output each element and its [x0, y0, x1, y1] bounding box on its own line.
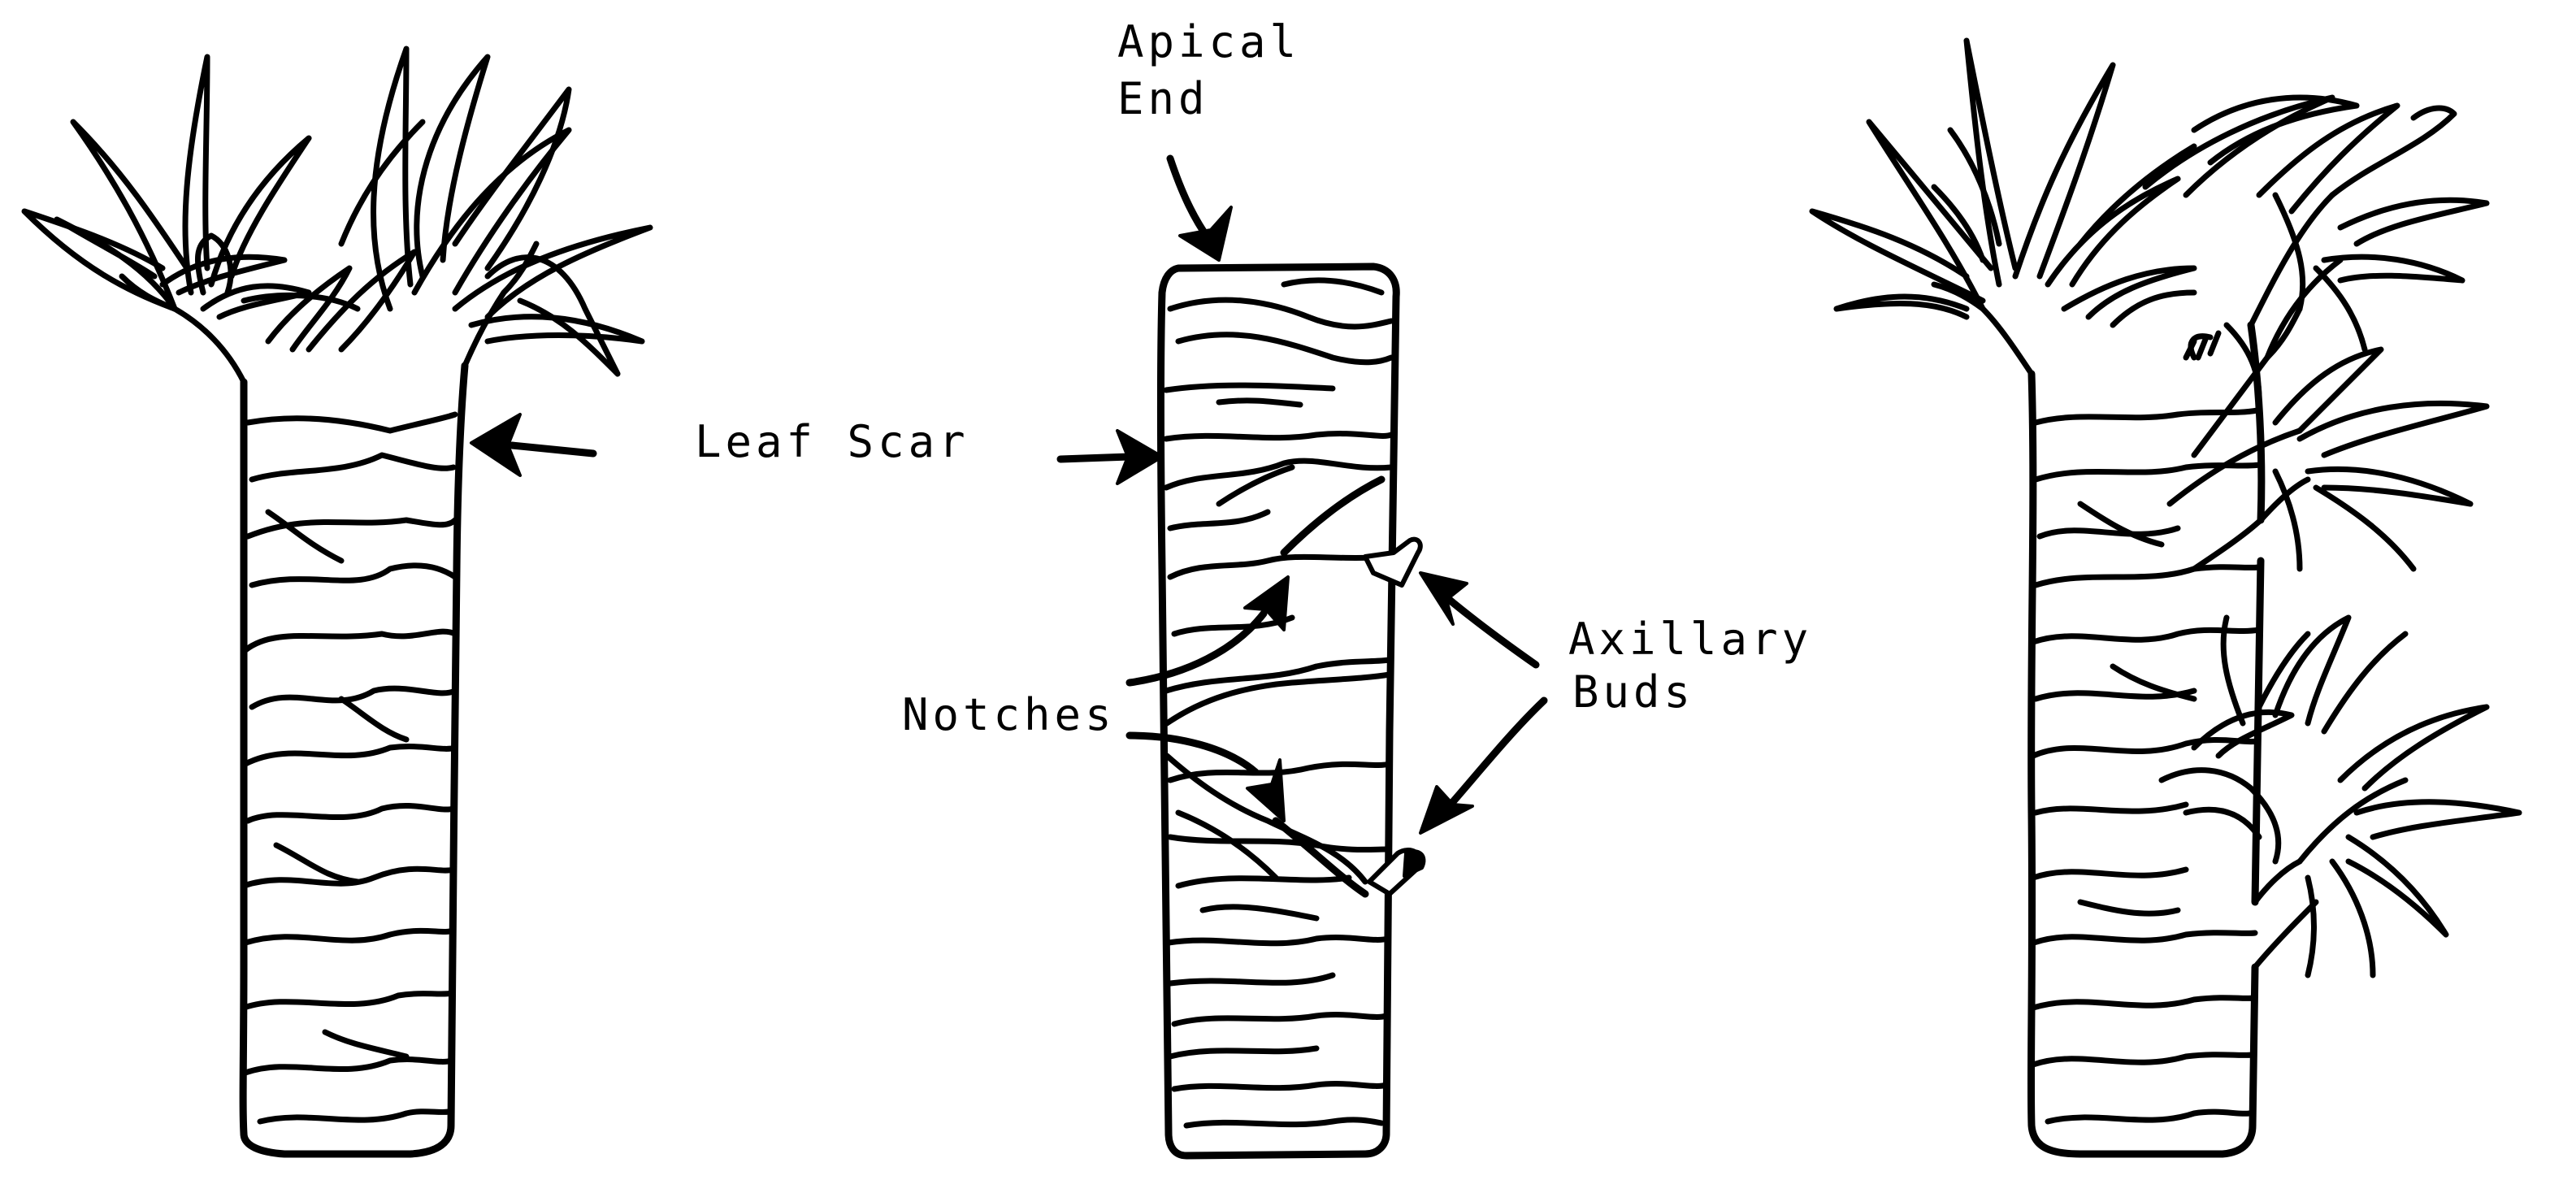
left-leaf-scar-arrow	[471, 414, 593, 475]
left-crown	[24, 49, 650, 382]
right-stem-edge-upper	[2251, 325, 2262, 520]
leaf-scar-arrow	[1060, 431, 1162, 484]
right-lower-shoot	[2162, 618, 2519, 975]
notches-label: Notches	[902, 689, 1116, 740]
left-stem-outline	[243, 366, 465, 1154]
apical-end-label-line1: Apical	[1117, 16, 1300, 67]
right-top-crown	[1812, 41, 2194, 374]
apical-end-arrow	[1170, 158, 1231, 260]
center-cutting	[1161, 267, 1425, 1156]
axillary-buds-arrow-upper	[1420, 573, 1536, 665]
right-stem-outline	[2031, 374, 2255, 1154]
cutting-scars	[1166, 280, 1391, 1126]
right-plant	[1812, 41, 2519, 1154]
axillary-buds-label-line2: Buds	[1572, 666, 1694, 718]
left-stem-scars	[244, 414, 455, 1121]
left-plant	[24, 49, 650, 1154]
axillary-buds-arrow-lower	[1420, 701, 1544, 833]
apical-end-label-line2: End	[1117, 73, 1209, 124]
leaf-scar-label: Leaf Scar	[695, 416, 969, 467]
right-stem-scars	[2033, 410, 2259, 1121]
axillary-bud-lower-tip	[1404, 851, 1424, 876]
notches-arrow-lower	[1130, 735, 1284, 821]
cutting-notch-lines	[1276, 479, 1381, 894]
axillary-buds-label-line1: Axillary	[1568, 614, 1812, 665]
right-upper-shoot	[2145, 98, 2487, 520]
annotations: Apical End Leaf Scar Notches Axillary Bu…	[695, 16, 1812, 833]
